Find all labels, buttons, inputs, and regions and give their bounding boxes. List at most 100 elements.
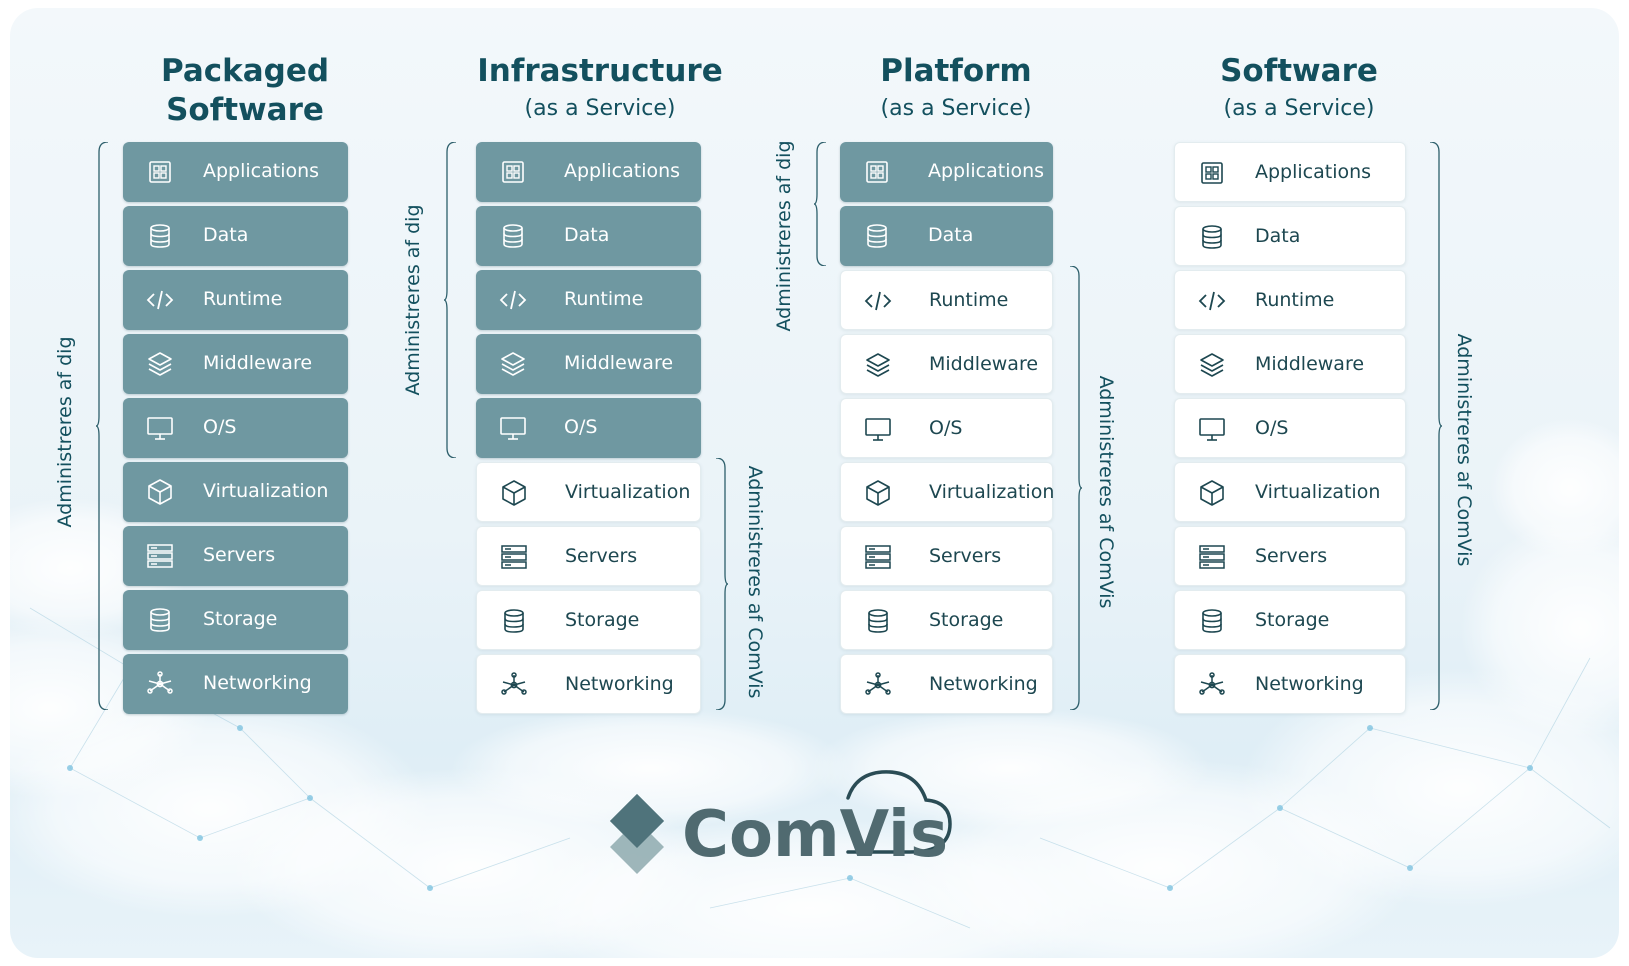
- layer-data: Data: [840, 206, 1053, 266]
- layer-servers: Servers: [1174, 526, 1406, 586]
- layer-networking: Networking: [1174, 654, 1406, 714]
- monitor-icon: [1197, 414, 1227, 444]
- layer-virtualization: Virtualization: [1174, 462, 1406, 522]
- title-line: Packaged: [160, 53, 330, 89]
- storage-icon: [145, 605, 175, 635]
- layer-label: Runtime: [1255, 289, 1335, 311]
- layer-virtualization: Virtualization: [476, 462, 701, 522]
- layer-label: Middleware: [564, 352, 674, 374]
- layer-label: Networking: [929, 673, 1038, 695]
- column-title-paas: Platform (as a Service): [840, 52, 1072, 127]
- layer-label: Applications: [928, 160, 1045, 182]
- title-subtitle: (as a Service): [524, 96, 676, 121]
- layer-storage: Storage: [1174, 590, 1406, 650]
- code-icon: [1197, 286, 1227, 316]
- title-subtitle: (as a Service): [880, 96, 1032, 121]
- apps-grid-icon: [498, 157, 528, 187]
- layer-label: Middleware: [203, 352, 313, 374]
- label-managed-by-comvis: Administreres af ComVis: [1095, 375, 1117, 609]
- title-subtitle: (as a Service): [1223, 96, 1375, 121]
- layers-icon: [863, 350, 893, 380]
- monitor-icon: [498, 413, 528, 443]
- diagram-frame: Packaged Software Infrastructure (as a S…: [10, 8, 1619, 958]
- layer-virtualization: Virtualization: [840, 462, 1055, 522]
- monitor-icon: [145, 413, 175, 443]
- column-title-packaged-software: Packaged Software: [135, 52, 355, 130]
- layer-label: Servers: [203, 544, 276, 566]
- layer-runtime: Runtime: [123, 270, 348, 330]
- comvis-diamond-icon: [610, 794, 664, 874]
- layer-label: Applications: [564, 160, 681, 182]
- layer-label: Servers: [1255, 545, 1328, 567]
- layers-icon: [145, 349, 175, 379]
- layer-applications: Applications: [123, 142, 348, 202]
- storage-icon: [499, 606, 529, 636]
- layer-label: Data: [203, 224, 249, 246]
- layer-storage: Storage: [840, 590, 1053, 650]
- layer-label: Virtualization: [1255, 481, 1381, 503]
- monitor-icon: [863, 414, 893, 444]
- layer-storage: Storage: [123, 590, 348, 650]
- label-managed-by-you: Administreres af dig: [773, 140, 795, 332]
- server-icon: [1197, 542, 1227, 572]
- layer-label: O/S: [203, 416, 237, 438]
- brace-managed-by-comvis: [1428, 142, 1442, 710]
- layer-label: Servers: [929, 545, 1002, 567]
- database-icon: [498, 221, 528, 251]
- layer-networking: Networking: [123, 654, 348, 714]
- layer-label: Runtime: [203, 288, 283, 310]
- layer-storage: Storage: [476, 590, 701, 650]
- layer-o-s: O/S: [476, 398, 701, 458]
- cube-icon: [499, 478, 529, 508]
- comvis-logo: ComVis: [610, 770, 952, 874]
- layer-virtualization: Virtualization: [123, 462, 348, 522]
- layer-label: Middleware: [929, 353, 1039, 375]
- layer-label: Networking: [565, 673, 674, 695]
- layer-servers: Servers: [840, 526, 1053, 586]
- network-icon: [863, 670, 893, 700]
- title-line: Infrastructure: [477, 53, 723, 89]
- layer-label: Applications: [1255, 161, 1372, 183]
- column-title-saas: Software (as a Service): [1174, 52, 1424, 127]
- layer-label: Middleware: [1255, 353, 1365, 375]
- layer-applications: Applications: [840, 142, 1053, 202]
- layer-o-s: O/S: [123, 398, 348, 458]
- network-icon: [499, 670, 529, 700]
- cube-icon: [1197, 478, 1227, 508]
- network-icon: [145, 669, 175, 699]
- layer-label: Runtime: [564, 288, 644, 310]
- layer-middleware: Middleware: [1174, 334, 1406, 394]
- title-line: Platform: [880, 53, 1032, 89]
- layer-label: Data: [928, 224, 974, 246]
- layer-label: Storage: [203, 608, 278, 630]
- storage-icon: [863, 606, 893, 636]
- layer-label: O/S: [564, 416, 598, 438]
- layer-servers: Servers: [123, 526, 348, 586]
- server-icon: [863, 542, 893, 572]
- code-icon: [498, 285, 528, 315]
- apps-grid-icon: [862, 157, 892, 187]
- cube-icon: [145, 477, 175, 507]
- layer-label: O/S: [1255, 417, 1289, 439]
- layer-label: Data: [1255, 225, 1301, 247]
- brace-managed-by-comvis: [1068, 266, 1082, 710]
- apps-grid-icon: [1197, 158, 1227, 188]
- server-icon: [145, 541, 175, 571]
- layer-runtime: Runtime: [476, 270, 701, 330]
- layer-data: Data: [476, 206, 701, 266]
- network-icon: [1197, 670, 1227, 700]
- layer-label: Data: [564, 224, 610, 246]
- layer-networking: Networking: [476, 654, 701, 714]
- label-managed-by-comvis: Administreres af ComVis: [1453, 333, 1475, 567]
- layer-applications: Applications: [476, 142, 701, 202]
- title-line: Software: [1220, 53, 1378, 89]
- layers-icon: [1197, 350, 1227, 380]
- layer-label: Applications: [203, 160, 320, 182]
- layer-label: Virtualization: [929, 481, 1055, 503]
- storage-icon: [1197, 606, 1227, 636]
- layer-label: Runtime: [929, 289, 1009, 311]
- brace-managed-by-you: [814, 142, 828, 266]
- layer-data: Data: [123, 206, 348, 266]
